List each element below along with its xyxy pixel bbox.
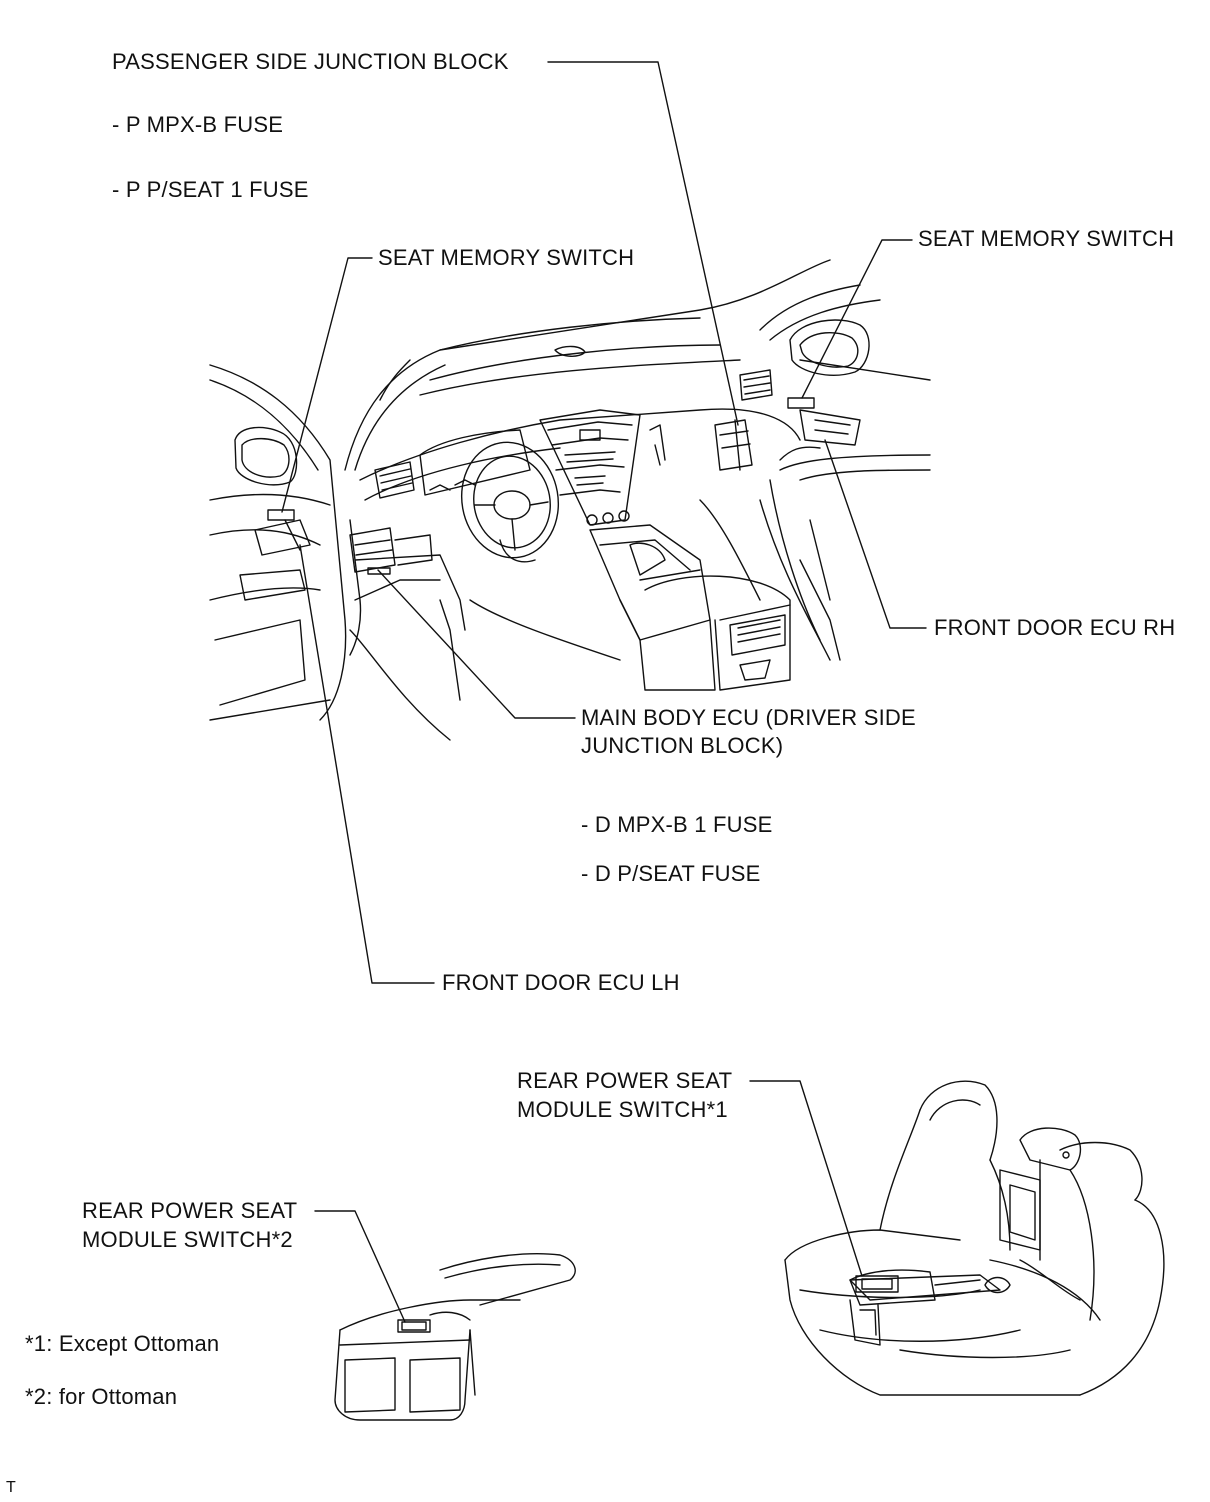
- seat-memory-switch-left-label: SEAT MEMORY SWITCH: [378, 245, 635, 270]
- footnote-1: *1: Except Ottoman: [25, 1331, 220, 1356]
- d-pseat-fuse-label: - D P/SEAT FUSE: [581, 861, 761, 886]
- main-body-ecu-label-line1: MAIN BODY ECU (DRIVER SIDE: [581, 705, 916, 730]
- front-door-ecu-lh-label: FRONT DOOR ECU LH: [442, 970, 680, 995]
- rear-seat-illustration: [784, 1080, 1165, 1396]
- dashboard-interior-illustration: [209, 259, 931, 741]
- p-pseat-fuse-label: - P P/SEAT 1 FUSE: [112, 177, 309, 202]
- rear-power-seat-switch-2-line2: MODULE SWITCH*2: [82, 1227, 293, 1252]
- front-door-ecu-rh-label: FRONT DOOR ECU RH: [934, 615, 1176, 640]
- rear-power-seat-switch-1-line1: REAR POWER SEAT: [517, 1068, 733, 1093]
- main-body-ecu-label-line2: JUNCTION BLOCK): [581, 733, 784, 758]
- seat-memory-switch-right-label: SEAT MEMORY SWITCH: [918, 226, 1175, 251]
- d-mpx-b-fuse-label: - D MPX-B 1 FUSE: [581, 812, 773, 837]
- passenger-junction-block-label: PASSENGER SIDE JUNCTION BLOCK: [112, 49, 509, 74]
- rear-power-seat-switch-2-line1: REAR POWER SEAT: [82, 1198, 298, 1223]
- footnote-2: *2: for Ottoman: [25, 1384, 178, 1409]
- rear-power-seat-switch-1-line2: MODULE SWITCH*1: [517, 1097, 728, 1122]
- p-mpx-b-fuse-label: - P MPX-B FUSE: [112, 112, 284, 137]
- leader-lines-top: [281, 61, 927, 984]
- leader-lines-rear: [314, 1080, 863, 1323]
- corner-mark: T: [6, 1479, 16, 1496]
- ottoman-console-illustration: [334, 1252, 576, 1421]
